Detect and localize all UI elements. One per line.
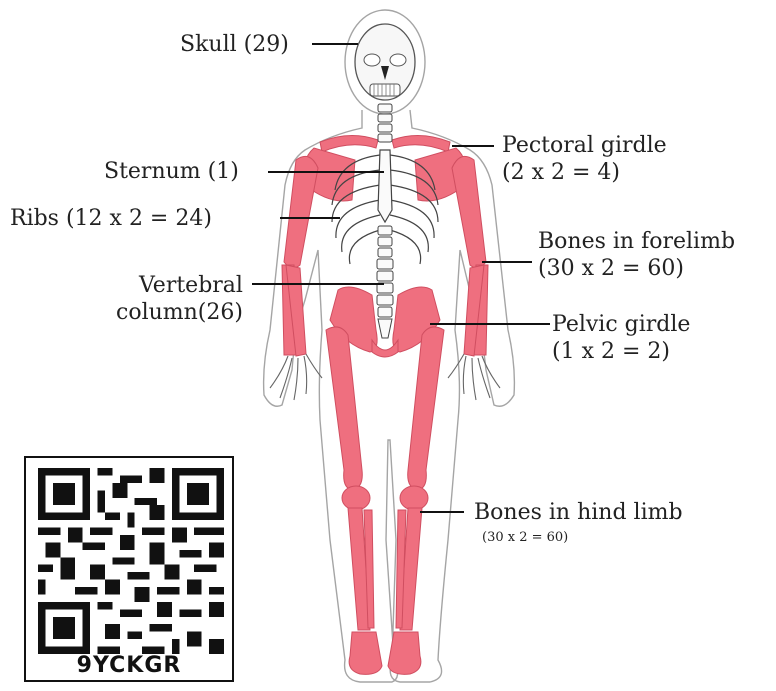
- vertebral-count: column(26): [116, 299, 243, 326]
- qr-code-text: 9YCKGR: [26, 653, 232, 678]
- hindlimb-count: (30 x 2 = 60): [482, 530, 683, 546]
- pelvic-girdle-label: Pelvic girdle (1 x 2 = 2): [552, 311, 690, 365]
- vertebral-title: Vertebral: [116, 272, 243, 299]
- hindlimb-label: Bones in hind limb (30 x 2 = 60): [474, 499, 683, 546]
- hand-bones: [270, 354, 500, 400]
- sternum-label: Sternum (1): [104, 158, 239, 185]
- sternum-drawing: [378, 150, 392, 222]
- hindlimb-title: Bones in hind limb: [474, 499, 683, 526]
- qr-code-panel[interactable]: 9YCKGR: [24, 456, 234, 682]
- forelimb-title: Bones in forelimb: [538, 228, 735, 255]
- forelimb-count: (30 x 2 = 60): [538, 255, 735, 282]
- pectoral-girdle-count: (2 x 2 = 4): [502, 159, 667, 186]
- pelvic-count: (1 x 2 = 2): [552, 338, 690, 365]
- skull-label: Skull (29): [180, 31, 289, 58]
- pelvic-title: Pelvic girdle: [552, 311, 690, 338]
- qr-code-icon: [38, 468, 224, 654]
- skull-drawing: [355, 24, 415, 100]
- pectoral-girdle-title: Pectoral girdle: [502, 132, 667, 159]
- vertebral-column-label: Vertebral column(26): [116, 272, 243, 326]
- pectoral-girdle-label: Pectoral girdle (2 x 2 = 4): [502, 132, 667, 186]
- forelimb-label: Bones in forelimb (30 x 2 = 60): [538, 228, 735, 282]
- ribs-label: Ribs (12 x 2 = 24): [10, 205, 212, 232]
